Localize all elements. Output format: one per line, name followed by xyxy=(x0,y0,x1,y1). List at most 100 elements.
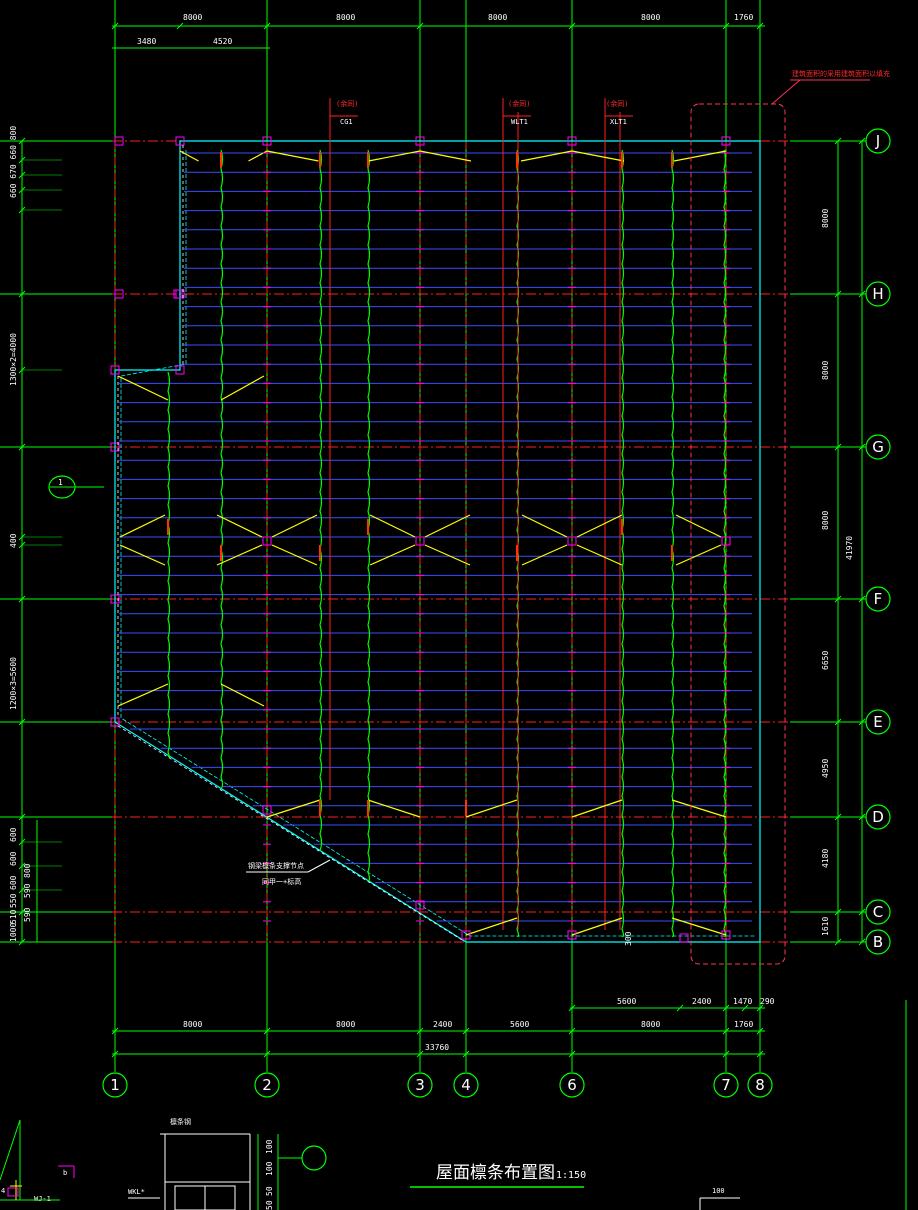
tie-bar xyxy=(220,683,265,707)
tie-bar xyxy=(117,375,169,401)
section-mark: 1 xyxy=(48,475,104,499)
bottom-dim-r2-6: 1760 xyxy=(734,1020,753,1029)
section-mark-number: 1 xyxy=(58,478,63,487)
dim-tick xyxy=(263,1050,271,1058)
detail-vdim-4: 50 xyxy=(265,1200,274,1210)
detail-wj-label: WJ-1 xyxy=(34,1195,51,1203)
diagonal-callout-line1: 钢梁檩条支撑节点 xyxy=(248,861,304,870)
detail-4-label: 4 xyxy=(1,1187,5,1195)
tie-bar xyxy=(465,917,518,936)
column-node xyxy=(114,136,124,146)
column-node xyxy=(175,365,185,375)
axis-bubble-H xyxy=(865,281,891,307)
column-node xyxy=(721,536,731,546)
column-node xyxy=(110,717,120,727)
top-dim-2: 8000 xyxy=(336,13,355,22)
dim-tick xyxy=(834,290,842,298)
dim-tick xyxy=(834,595,842,603)
dim-tick xyxy=(111,1027,119,1035)
rafter-line xyxy=(220,149,224,789)
axis-label-4: 4 xyxy=(461,1076,471,1094)
axis-label-C: C xyxy=(873,903,883,921)
axis-bubble-6 xyxy=(559,1072,585,1098)
tie-bar xyxy=(675,544,722,566)
detail-vdim-2: 100 xyxy=(265,1161,274,1176)
column-node xyxy=(110,442,120,452)
left-dim-4: 1200×3=5600 xyxy=(9,657,18,710)
rafter-line xyxy=(621,149,625,937)
dim-tick xyxy=(111,22,119,30)
tie-bar xyxy=(119,544,166,566)
column-node xyxy=(262,536,272,546)
rafter-line xyxy=(167,371,171,759)
top-dim-4: 8000 xyxy=(641,13,660,22)
dim-tick xyxy=(722,1004,730,1012)
tie-bar xyxy=(465,799,518,818)
bottom-dim-total: 33760 xyxy=(425,1043,449,1052)
highlight-boundary xyxy=(690,103,786,965)
grid-lines xyxy=(0,0,866,1072)
detail-axis-bubble xyxy=(301,1145,327,1171)
axis-label-2: 2 xyxy=(262,1076,272,1094)
tie-bar xyxy=(368,150,421,162)
left-dim-7: 600 xyxy=(9,875,18,890)
axis-bubble-E xyxy=(865,709,891,735)
axis-label-1: 1 xyxy=(110,1076,120,1094)
tie-bar xyxy=(571,799,623,818)
bottom-dim-r2-3: 2400 xyxy=(433,1020,452,1029)
tie-bar xyxy=(576,544,623,566)
dimension-lines xyxy=(18,22,866,1058)
dim-tick xyxy=(741,1004,749,1012)
member-label-top-xlt1: (余同) xyxy=(606,99,628,108)
tie-bar xyxy=(520,150,573,162)
column-node xyxy=(173,289,183,299)
axis-label-E: E xyxy=(873,713,882,731)
detail-wkl-label: WKL* xyxy=(128,1188,145,1196)
tie-bar xyxy=(571,917,623,936)
dim-tick xyxy=(176,22,184,30)
left-dim-2: 1300×2=4000 xyxy=(9,333,18,386)
left-dim-1: 660 670 660 800 xyxy=(9,126,18,198)
dim-tick xyxy=(756,1027,764,1035)
right-dim-total: 41970 xyxy=(845,536,854,560)
axis-bubbles-bottom: 1 2 3 4 6 7 8 xyxy=(102,1072,773,1098)
member-label-xlt1: XLT1 xyxy=(610,118,627,126)
axis-label-D: D xyxy=(872,808,884,826)
callout-leader xyxy=(771,79,801,105)
right-dim-1: 8000 xyxy=(821,209,830,228)
dim-tick xyxy=(834,443,842,451)
diagonal-callout: 钢梁檩条支撑节点 同甲一+标高 xyxy=(248,861,304,886)
axis-bubble-D xyxy=(865,804,891,830)
tie-bar xyxy=(220,375,265,401)
dim-tick xyxy=(568,1004,576,1012)
tie-bar xyxy=(521,514,568,538)
dim-tick xyxy=(416,22,424,30)
axis-label-H: H xyxy=(872,285,883,303)
bottom-note-300: 300 xyxy=(624,931,633,946)
top-sub-dim-1: 3480 xyxy=(137,37,156,46)
dim-tick xyxy=(858,908,866,916)
left-dimensions: 660 670 660 800 1300×2=4000 400 1200×3=5… xyxy=(9,126,32,942)
column-node xyxy=(110,594,120,604)
detail-top-label: 檩条钢 xyxy=(170,1117,191,1126)
dim-tick xyxy=(834,908,842,916)
column-node xyxy=(721,136,731,146)
dim-tick xyxy=(834,137,842,145)
member-label-top-cg1: (余同) xyxy=(336,99,358,108)
dim-tick xyxy=(568,1027,576,1035)
right-dim-6: 4180 xyxy=(821,849,830,868)
axis-label-7: 7 xyxy=(721,1076,731,1094)
diag-callout-leader xyxy=(307,859,331,873)
axis-label-B: B xyxy=(873,933,883,951)
tie-bar xyxy=(424,544,471,566)
column-node xyxy=(461,930,471,940)
dim-tick xyxy=(462,1027,470,1035)
dim-tick xyxy=(722,1050,730,1058)
dim-tick xyxy=(858,938,866,946)
left-dim-10: 1000 xyxy=(9,923,18,942)
dim-tick xyxy=(756,22,764,30)
column-node xyxy=(415,900,425,910)
top-dim-5: 1760 xyxy=(734,13,753,22)
bottom-dim-r1-3: 1470 xyxy=(733,997,752,1006)
